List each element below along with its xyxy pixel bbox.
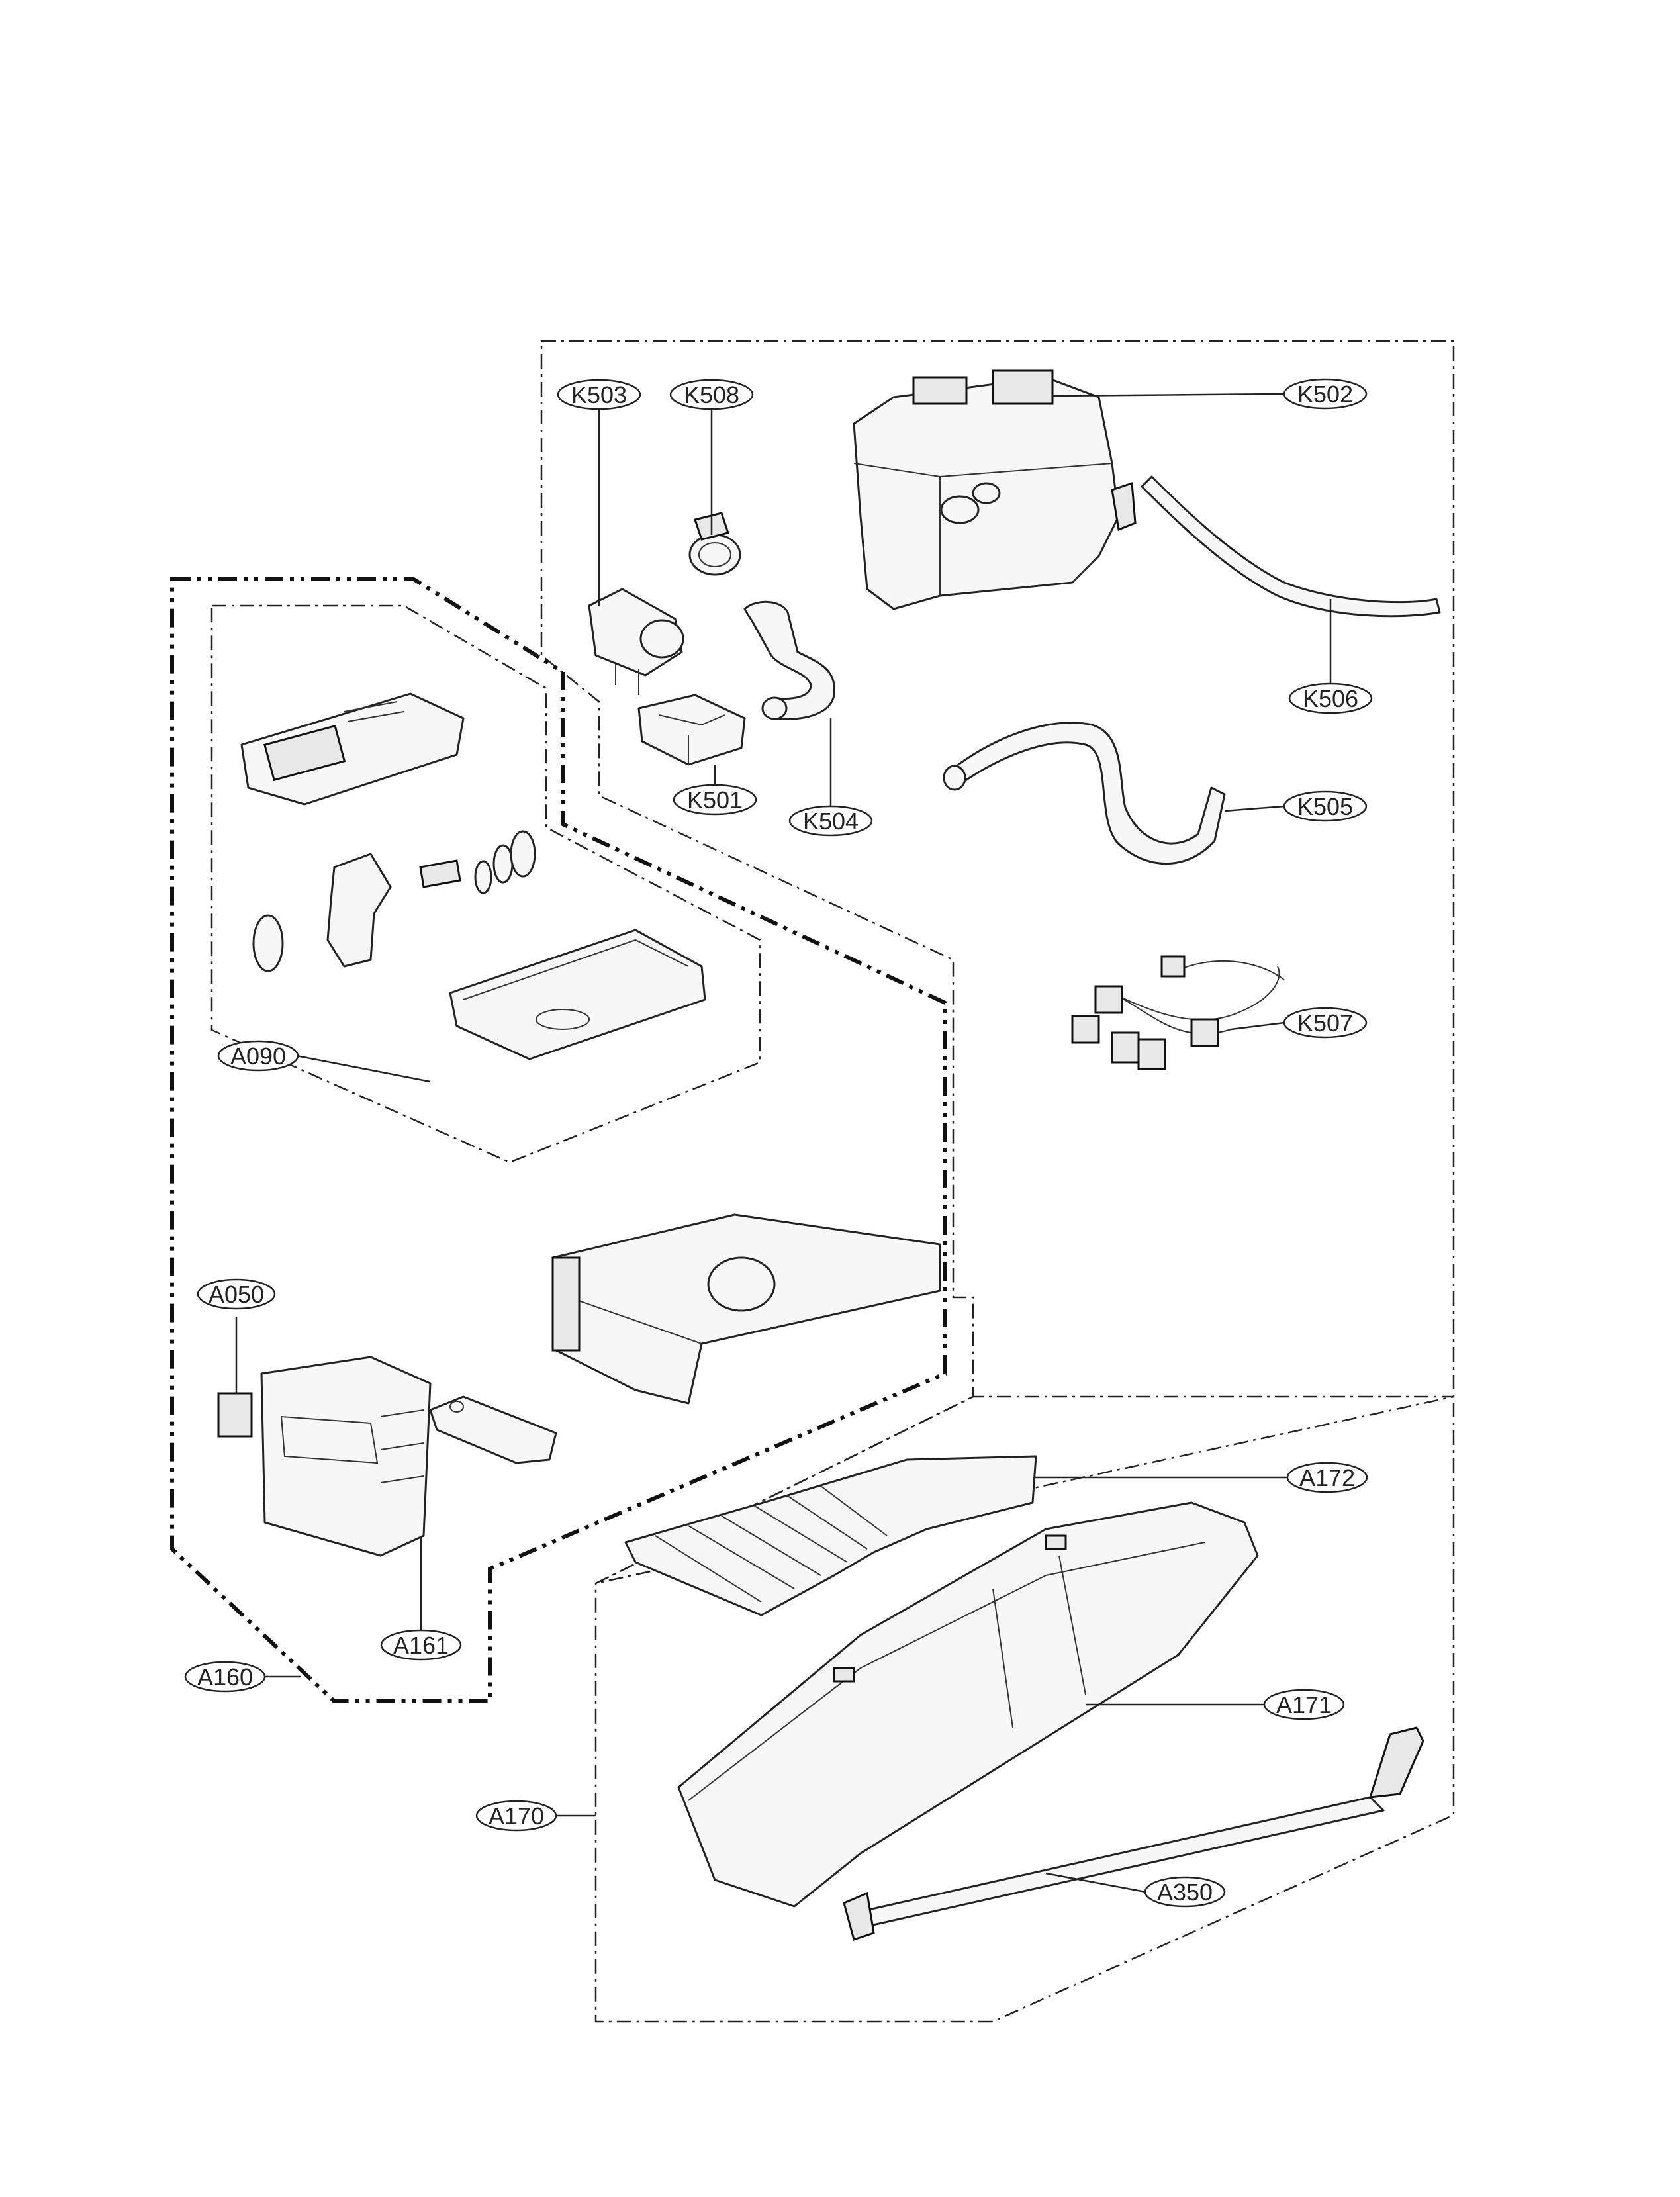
callout-k507: K507 [1283,1007,1368,1039]
a160-group-boundary [170,577,947,1703]
callout-k503: K503 [557,379,641,410]
a160-frame [551,1213,941,1405]
k508-clamp [688,512,741,576]
callout-k505-label: K505 [1297,793,1353,820]
callout-a170: A170 [475,1800,557,1832]
k504-hose [743,600,836,720]
k503-valve [588,588,684,695]
callout-a050-label: A050 [209,1281,264,1308]
a160-latch [429,1395,557,1464]
callout-k503-label: K503 [571,381,627,408]
k502-tank [853,369,1137,610]
a161-panel [260,1356,432,1557]
callout-a350-label: A350 [1157,1879,1213,1906]
a050-badge [217,1392,253,1438]
callout-a171-label: A171 [1276,1691,1332,1718]
callout-k508: K508 [669,379,754,410]
callout-k501-label: K501 [687,786,743,814]
a090-group-boundary [210,604,761,1164]
callout-a090: A090 [217,1040,299,1072]
k505-hose [949,722,1226,865]
a090-elbow [252,853,392,972]
a090-tray [449,929,706,1060]
callout-a160: A160 [184,1661,266,1693]
callout-k507-label: K507 [1297,1009,1353,1037]
a090-fittings [419,830,536,894]
callout-a161-label: A161 [393,1632,449,1659]
callout-k506: K506 [1288,682,1373,714]
callout-k504-label: K504 [803,808,859,835]
a350-bracket [843,1726,1424,1941]
leaders [235,393,1332,1893]
callout-a171: A171 [1263,1689,1345,1720]
a172-grille [624,1455,1037,1616]
k501-connector [637,694,746,766]
callout-k502: K502 [1283,378,1368,410]
callout-k504: K504 [788,805,873,837]
callout-k505: K505 [1283,790,1368,822]
callout-k501: K501 [673,784,757,816]
callout-a350: A350 [1144,1876,1226,1908]
callout-a050: A050 [197,1278,276,1310]
k-group-boundary [540,340,1455,2023]
callout-k502-label: K502 [1297,381,1353,408]
a171-base [677,1501,1259,1908]
k504-hose-end [761,696,788,720]
callout-a172: A172 [1286,1462,1368,1493]
callout-k508-label: K508 [684,381,739,408]
k507-harness [1071,955,1285,1070]
callout-a161: A161 [380,1629,462,1661]
callout-k506-label: K506 [1303,685,1358,712]
k505-hose-end [943,765,966,791]
callout-a160-label: A160 [197,1663,253,1691]
k506-hose [1141,475,1441,618]
a090-drawer-cover [240,692,465,806]
callout-a090-label: A090 [230,1043,286,1070]
callout-a172-label: A172 [1299,1464,1355,1491]
callout-a170-label: A170 [489,1802,544,1830]
